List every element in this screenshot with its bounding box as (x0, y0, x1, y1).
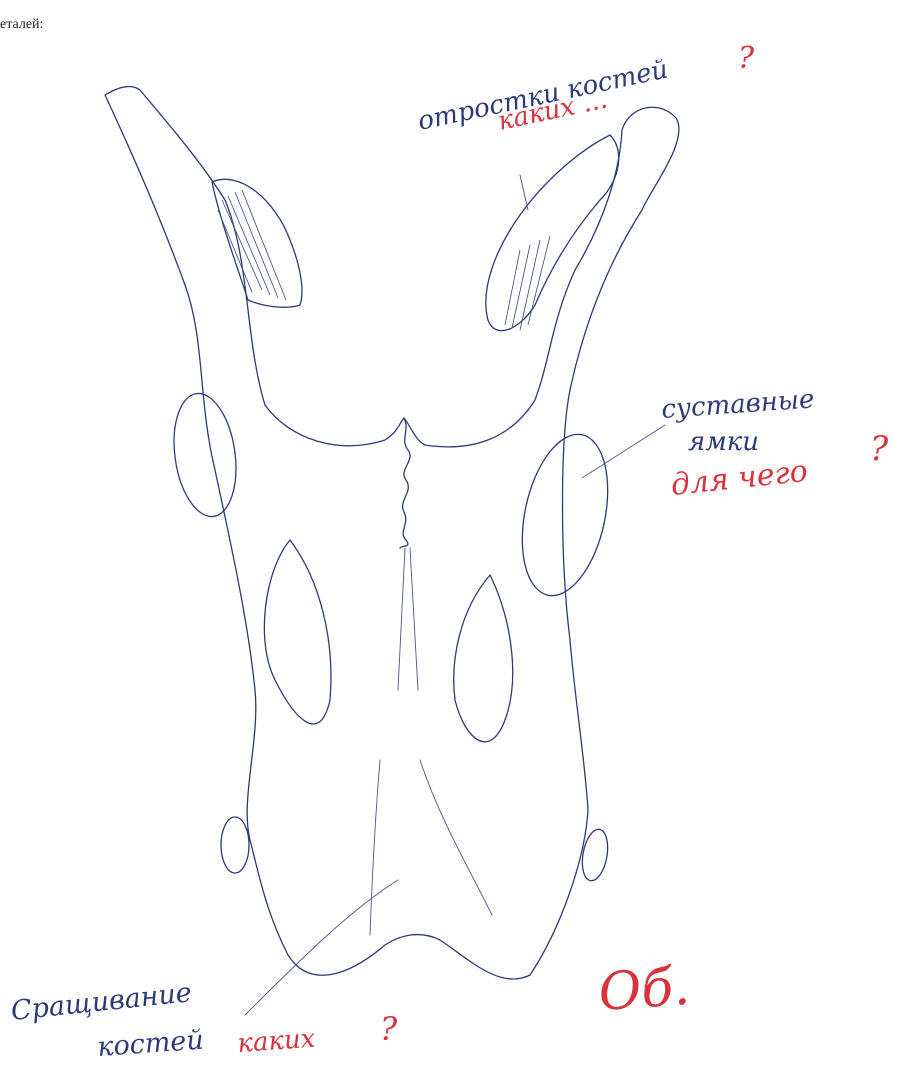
printed-header-text: еталей: (0, 17, 43, 32)
left-process (212, 179, 302, 307)
left-tubercle (221, 817, 249, 873)
right-annotation: суставные ямки для чего ? (660, 384, 889, 503)
right-leader-line (582, 425, 665, 478)
top-annotation-question-mark: ? (738, 41, 755, 76)
grade-mark: Об. (597, 957, 692, 1023)
fusion-line-right (420, 760, 492, 915)
top-leader-line (520, 175, 528, 210)
bottom-annotation-question-mark: ? (380, 1010, 398, 1048)
bottom-annotation-line1: Сращивание (9, 977, 193, 1027)
left-foramen (264, 540, 331, 724)
right-tubercle (579, 827, 612, 882)
bottom-annotation: Сращивание костей каких ? (9, 977, 398, 1063)
right-annotation-line1: суставные (660, 384, 815, 425)
right-process (486, 135, 619, 331)
bone-outline (105, 87, 679, 979)
top-annotation: отростки костей каких ... ? (415, 41, 755, 137)
right-foramen (454, 575, 513, 742)
central-suture (400, 418, 410, 548)
fusion-line-left (370, 760, 380, 935)
bone-drawing (105, 87, 679, 979)
right-annotation-correction: для чего (669, 454, 809, 503)
bottom-annotation-line2: костей (96, 1025, 204, 1063)
bottom-annotation-correction: каких (236, 1024, 316, 1059)
right-annotation-question-mark: ? (870, 429, 889, 469)
right-annotation-line2: ямки (688, 427, 759, 457)
bottom-leader-line (245, 880, 398, 1015)
central-ridge (398, 548, 418, 690)
